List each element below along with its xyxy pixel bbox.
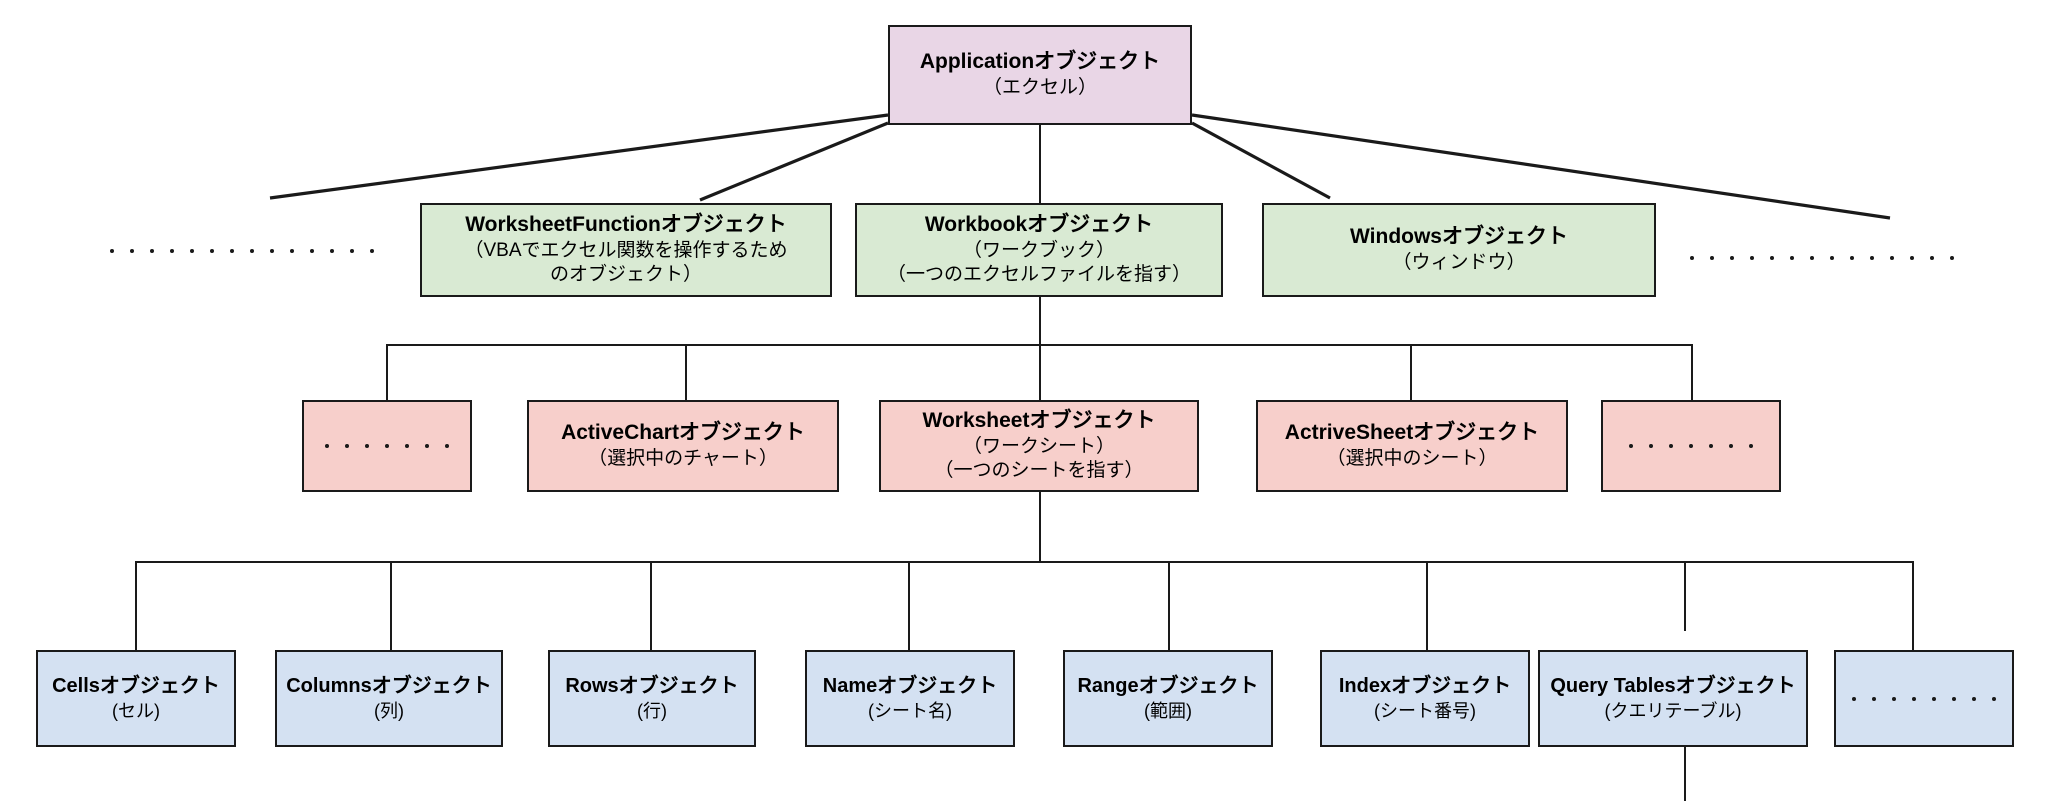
- node-ws-ellipsis-left[interactable]: [302, 400, 472, 492]
- node-worksheet-sub1: （ワークシート）: [962, 436, 1115, 458]
- node-windows-subtitle: （ウィンドウ）: [1392, 252, 1526, 274]
- node-active-chart-subtitle: （選択中のチャート）: [588, 448, 778, 470]
- node-index-subtitle: (シート番号): [1374, 700, 1476, 721]
- node-application-title: Applicationオブジェクト: [919, 50, 1161, 74]
- node-index[interactable]: Indexオブジェクト (シート番号): [1320, 650, 1530, 747]
- node-active-chart-title: ActiveChartオブジェクト: [561, 421, 805, 445]
- node-leaf-ellipsis[interactable]: [1834, 650, 2014, 747]
- node-ws-ellipsis-right[interactable]: [1601, 400, 1781, 492]
- bus-member-level: [135, 561, 1914, 563]
- node-name-subtitle: (シート名): [868, 700, 952, 721]
- drop-query-tables: [1684, 561, 1686, 631]
- drop-index: [1426, 561, 1428, 650]
- drop-cells: [135, 561, 137, 650]
- node-worksheet-sub2: （一つのシートを指す）: [934, 460, 1144, 482]
- node-active-sheet[interactable]: ActriveSheetオブジェクト （選択中のシート）: [1256, 400, 1568, 492]
- node-windows-title: Windowsオブジェクト: [1350, 225, 1568, 249]
- node-workbook[interactable]: Workbookオブジェクト （ワークブック） （一つのエクセルファイルを指す）: [855, 203, 1223, 297]
- drop-name: [908, 561, 910, 650]
- node-worksheet-title: Worksheetオブジェクト: [922, 409, 1156, 433]
- node-worksheet-function-title: WorksheetFunctionオブジェクト: [465, 213, 787, 237]
- node-application-subtitle: （エクセル）: [982, 77, 1097, 99]
- node-range-subtitle: (範囲): [1144, 700, 1192, 721]
- drop-active-sheet: [1410, 344, 1412, 400]
- drop-ws-ellipsis-left: [386, 344, 388, 400]
- node-index-title: Indexオブジェクト: [1338, 675, 1512, 698]
- node-active-sheet-title: ActriveSheetオブジェクト: [1284, 421, 1540, 445]
- node-rows[interactable]: Rowsオブジェクト (行): [548, 650, 756, 747]
- node-active-chart[interactable]: ActiveChartオブジェクト （選択中のチャート）: [527, 400, 839, 492]
- connector-application-to-workbook: [1039, 125, 1041, 203]
- node-range-title: Rangeオブジェクト: [1077, 675, 1259, 698]
- node-columns[interactable]: Columnsオブジェクト (列): [275, 650, 503, 747]
- node-worksheet-function[interactable]: WorksheetFunctionオブジェクト （VBAでエクセル関数を操作する…: [420, 203, 832, 297]
- node-range[interactable]: Rangeオブジェクト (範囲): [1063, 650, 1273, 747]
- node-query-tables[interactable]: Query Tablesオブジェクト (クエリテーブル): [1538, 650, 1808, 747]
- node-name-title: Nameオブジェクト: [822, 675, 998, 698]
- node-windows[interactable]: Windowsオブジェクト （ウィンドウ）: [1262, 203, 1656, 297]
- node-columns-subtitle: (列): [374, 700, 404, 721]
- node-cells[interactable]: Cellsオブジェクト (セル): [36, 650, 236, 747]
- node-rows-subtitle: (行): [637, 700, 667, 721]
- drop-leaf-ellipsis: [1912, 561, 1914, 650]
- node-columns-title: Columnsオブジェクト: [286, 675, 492, 698]
- drop-ws-ellipsis-right: [1691, 344, 1693, 400]
- node-workbook-sub2: （一つのエクセルファイルを指す）: [886, 264, 1191, 286]
- drop-columns: [390, 561, 392, 650]
- node-worksheet-function-sub1: （VBAでエクセル関数を操作するため: [464, 240, 788, 262]
- ellipsis-dots: [304, 402, 470, 490]
- dotted-run-right: [1690, 256, 1954, 260]
- connector-query-tables-down: [1684, 747, 1686, 801]
- node-rows-title: Rowsオブジェクト: [565, 675, 739, 698]
- node-cells-title: Cellsオブジェクト: [52, 675, 220, 698]
- drop-range: [1168, 561, 1170, 650]
- node-name[interactable]: Nameオブジェクト (シート名): [805, 650, 1015, 747]
- drop-active-chart: [685, 344, 687, 400]
- drop-rows: [650, 561, 652, 650]
- node-workbook-title: Workbookオブジェクト: [924, 213, 1154, 237]
- node-worksheet-function-sub2: のオブジェクト）: [549, 264, 702, 286]
- node-cells-subtitle: (セル): [112, 700, 160, 721]
- node-workbook-sub1: （ワークブック）: [962, 240, 1115, 262]
- connector-workbook-down: [1039, 297, 1041, 345]
- node-application[interactable]: Applicationオブジェクト （エクセル）: [888, 25, 1192, 125]
- ellipsis-dots: [1603, 402, 1779, 490]
- ellipsis-dots: [1836, 652, 2012, 745]
- node-worksheet[interactable]: Worksheetオブジェクト （ワークシート） （一つのシートを指す）: [879, 400, 1199, 492]
- node-query-tables-subtitle: (クエリテーブル): [1604, 700, 1742, 721]
- node-query-tables-title: Query Tablesオブジェクト: [1550, 675, 1796, 698]
- connector-worksheet-down: [1039, 492, 1041, 562]
- node-active-sheet-subtitle: （選択中のシート）: [1326, 448, 1498, 470]
- drop-worksheet: [1039, 344, 1041, 400]
- dotted-run-left: [110, 249, 374, 253]
